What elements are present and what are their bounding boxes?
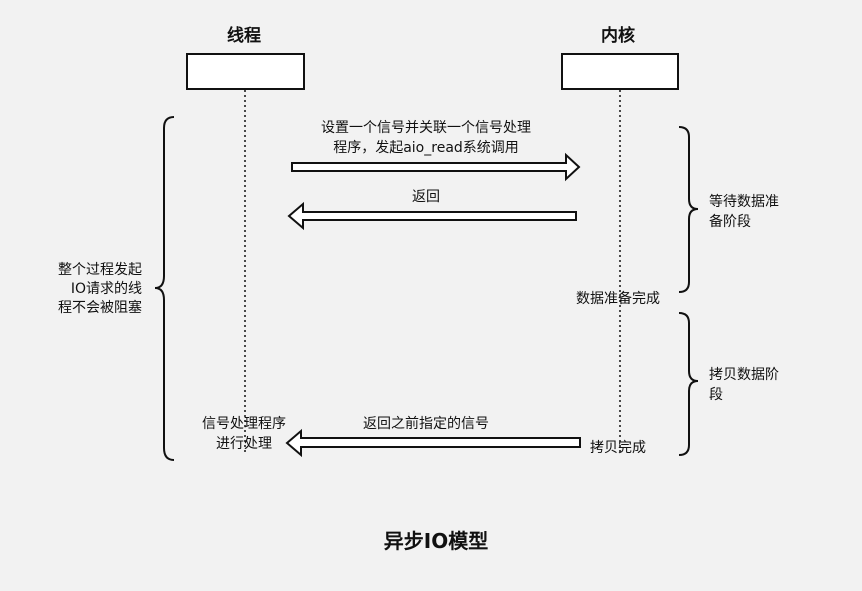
wait-phase-brace	[678, 126, 699, 293]
left-brace	[154, 116, 175, 461]
signal-label: 返回之前指定的信号	[363, 415, 489, 432]
participant-thread-box	[186, 53, 305, 90]
wait-phase-label-line2: 备阶段	[709, 213, 751, 230]
copy-phase-brace	[678, 312, 699, 456]
participant-kernel-box	[561, 53, 679, 90]
diagram-title: 异步IO模型	[384, 529, 488, 553]
left-brace-label-line3: 程不会被阻塞	[58, 299, 142, 316]
copy-phase-label-line2: 段	[709, 387, 723, 403]
participant-thread-label: 线程	[227, 25, 261, 46]
copy-done-label: 拷贝完成	[590, 440, 646, 456]
request-label-line2: 程序，发起aio_read系统调用	[333, 140, 519, 156]
left-brace-label-line1: 整个过程发起	[58, 262, 142, 278]
wait-phase-label-line1: 等待数据准	[709, 193, 779, 210]
signal-arrow	[285, 428, 581, 458]
return-arrow	[287, 201, 577, 231]
handler-label-line1: 信号处理程序	[202, 416, 286, 432]
request-arrow	[291, 152, 581, 182]
handler-label-line2: 进行处理	[216, 436, 272, 452]
data-ready-label: 数据准备完成	[576, 290, 660, 307]
request-label-line1: 设置一个信号并关联一个信号处理	[321, 120, 531, 136]
return-label: 返回	[412, 189, 440, 205]
participant-kernel-label: 内核	[601, 25, 635, 46]
left-brace-label-line2: IO请求的线	[71, 281, 142, 297]
copy-phase-label-line1: 拷贝数据阶	[709, 367, 779, 383]
